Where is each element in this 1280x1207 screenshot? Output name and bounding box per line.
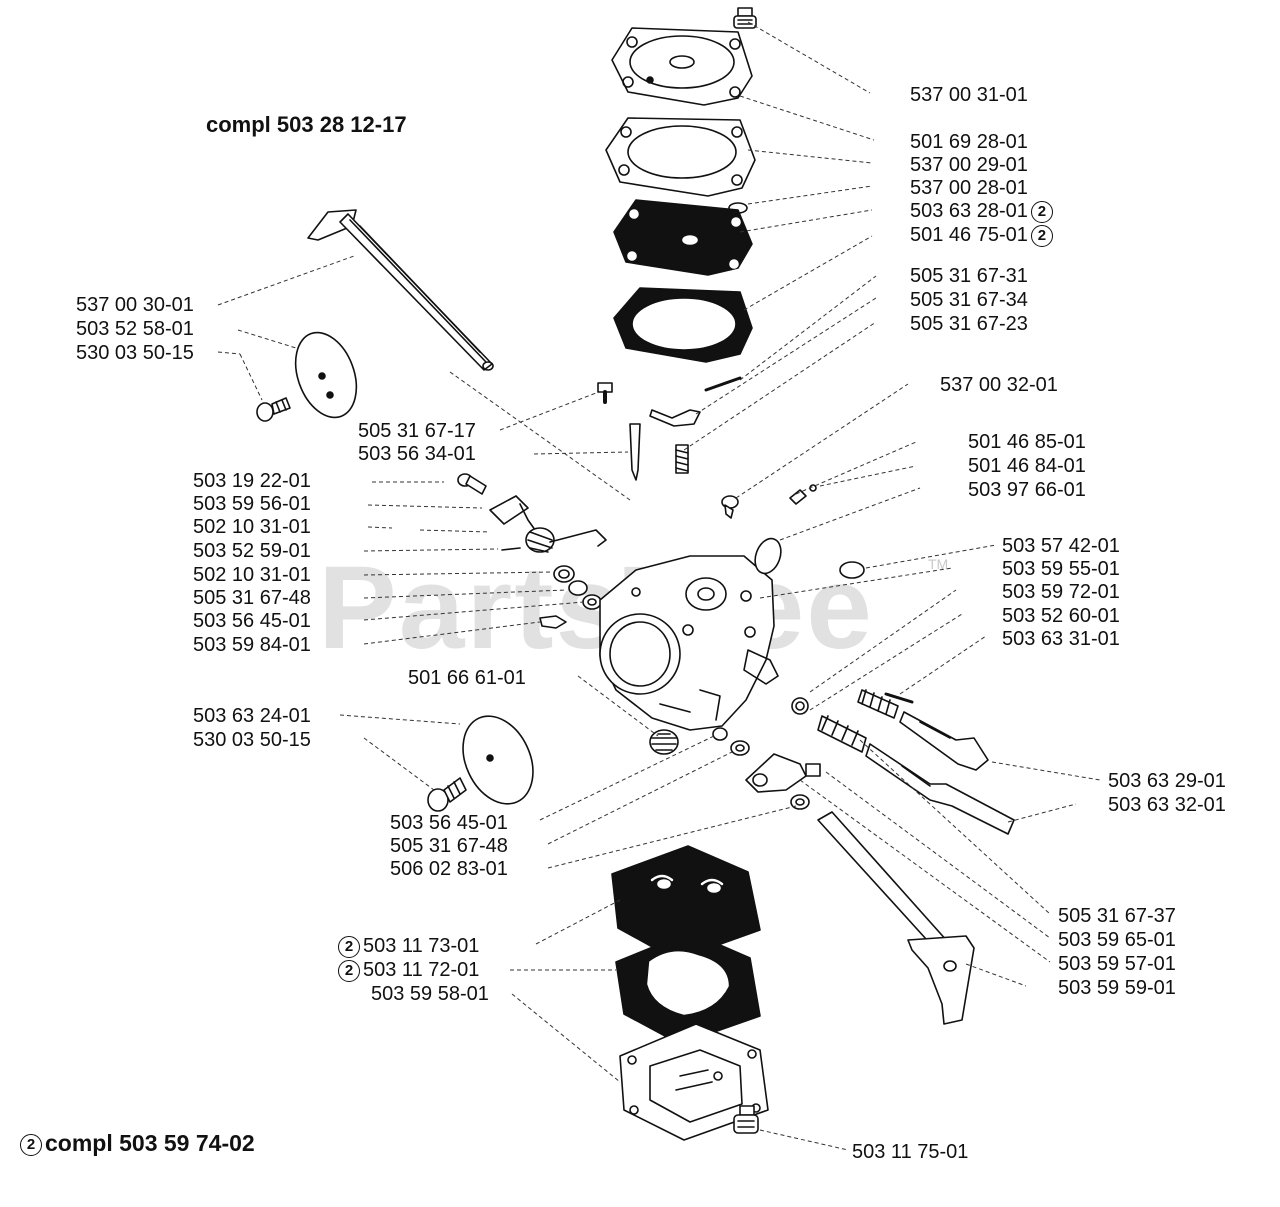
bottom-screw <box>733 1105 759 1134</box>
kit-marker-icon: 2 <box>1030 200 1053 223</box>
part-label: 503 63 32-01 <box>1108 794 1226 816</box>
part-label-text: 503 11 73-01 <box>363 935 480 957</box>
ring-gasket <box>613 287 753 363</box>
part-label: 501 46 84-01 <box>968 455 1086 477</box>
kit-marker-icon: 2 <box>20 1133 42 1156</box>
pump-cover <box>619 1023 769 1141</box>
part-label: 505 31 67-34 <box>910 289 1028 311</box>
diaphragm <box>613 199 753 276</box>
part-label: 503 56 45-01 <box>193 610 311 632</box>
kit-title-top: compl 503 28 12-17 <box>206 112 407 137</box>
part-label: 503 59 58-01 <box>371 983 489 1005</box>
leader-lines <box>217 21 1101 1151</box>
kit-marker-icon: 2 <box>1030 224 1053 247</box>
part-label: 537 00 32-01 <box>940 374 1058 396</box>
kit-title-bottom-text: compl 503 59 74-02 <box>45 1130 255 1156</box>
part-label: 503 63 29-01 <box>1108 770 1226 792</box>
part-label: 503 59 72-01 <box>1002 581 1120 603</box>
gasket-plate <box>605 117 756 197</box>
part-label: 501 66 61-01 <box>408 667 526 689</box>
part-label-text: 501 46 75-01 <box>910 224 1028 246</box>
part-label: 537 00 31-01 <box>910 84 1028 106</box>
carburetor-body <box>599 555 779 731</box>
part-label: 503 59 57-01 <box>1058 953 1176 975</box>
part-label: 506 02 83-01 <box>390 858 508 880</box>
choke-lever <box>817 811 975 1025</box>
choke-plate <box>462 715 534 805</box>
part-label: 503 52 58-01 <box>76 318 194 340</box>
part-label: 503 52 59-01 <box>193 540 311 562</box>
part-label: 503 56 45-01 <box>390 812 508 834</box>
part-label: 537 00 29-01 <box>910 154 1028 176</box>
pump-diaphragm <box>611 845 761 961</box>
top-screw <box>733 7 757 29</box>
adjust-needles <box>791 689 1015 835</box>
part-label: 505 31 67-48 <box>390 835 508 857</box>
part-label: 503 59 59-01 <box>1058 977 1176 999</box>
part-label: 505 31 67-31 <box>910 265 1028 287</box>
part-label-text: 503 11 72-01 <box>363 959 480 981</box>
part-label: 503 59 84-01 <box>193 634 311 656</box>
part-label: 537 00 30-01 <box>76 294 194 316</box>
part-label: 502 10 31-01 <box>193 516 311 538</box>
part-label: 503 97 66-01 <box>968 479 1086 501</box>
part-label: 503 56 34-01 <box>358 443 476 465</box>
part-label: 503 63 31-01 <box>1002 628 1120 650</box>
part-label: 505 31 67-48 <box>193 587 311 609</box>
part-label: 503 57 42-01 <box>1002 535 1120 557</box>
part-label: 501 69 28-01 <box>910 131 1028 153</box>
part-label: 505 31 67-23 <box>910 313 1028 335</box>
part-label: 502 10 31-01 <box>193 564 311 586</box>
throttle-plate <box>294 331 358 419</box>
part-label: 503 11 75-01 <box>852 1141 969 1163</box>
part-label: 537 00 28-01 <box>910 177 1028 199</box>
part-label-text: 503 63 28-01 <box>910 200 1028 222</box>
part-label: 503 59 55-01 <box>1002 558 1120 580</box>
part-label: 503 19 22-01 <box>193 470 311 492</box>
part-label: 530 03 50-15 <box>76 342 194 364</box>
kit-marker-icon: 2 <box>338 959 360 982</box>
part-label: 530 03 50-15 <box>193 729 311 751</box>
part-label: 503 52 60-01 <box>1002 605 1120 627</box>
watermark-trademark: TM <box>928 556 949 572</box>
part-label: 505 31 67-37 <box>1058 905 1176 927</box>
part-label: 503 59 56-01 <box>193 493 311 515</box>
throttle-shaft <box>307 209 494 371</box>
pump-gasket <box>615 931 761 1045</box>
part-label: 503 63 24-01 <box>193 705 311 727</box>
cover-plate <box>611 27 753 106</box>
part-label: 503 59 65-01 <box>1058 929 1176 951</box>
kit-marker-icon: 2 <box>338 935 360 958</box>
part-label: 505 31 67-17 <box>358 420 476 442</box>
part-label: 501 46 85-01 <box>968 431 1086 453</box>
plate-screw-top <box>256 397 291 422</box>
